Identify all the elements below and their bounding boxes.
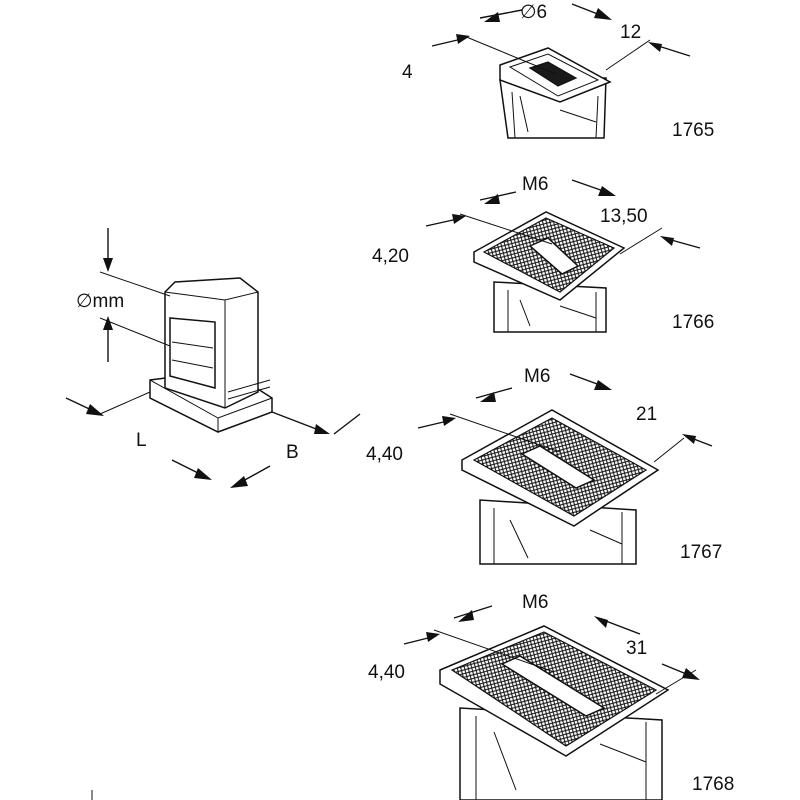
part-1766-width-label: 13,50 (600, 206, 648, 227)
overview-clip-drawing (149, 277, 273, 433)
overview-width-label: B (286, 442, 299, 463)
part-1768-drawing (439, 625, 670, 800)
part-1765-height-label: 4 (402, 62, 413, 83)
part-1767-dimensions (417, 373, 713, 463)
part-1768-width-label: 31 (626, 638, 647, 659)
part-1766-height-label: 4,20 (372, 246, 409, 267)
overview-length-label: L (136, 430, 147, 451)
part-1766-drawing (473, 211, 626, 333)
part-1766-article-number: 1766 (672, 312, 714, 333)
part-1767-drawing (461, 409, 660, 565)
part-1767-thread-label: M6 (524, 366, 550, 387)
part-1765-width-label: 12 (620, 22, 641, 43)
part-1768-article-number: 1768 (692, 774, 734, 795)
part-1768-dimensions (403, 605, 700, 695)
part-1768-height-label: 4,40 (368, 662, 405, 683)
part-1767-article-number: 1767 (680, 542, 722, 563)
part-1767-height-label: 4,40 (366, 444, 403, 465)
part-1768-thread-label: M6 (522, 592, 548, 613)
overview-dimensions (65, 228, 361, 488)
part-1765-article-number: 1765 (672, 120, 714, 141)
overview-diameter-label: ∅mm (76, 291, 124, 312)
part-1766-thread-label: M6 (522, 174, 548, 195)
part-1765-diameter-label: ∅6 (520, 2, 547, 23)
part-1766-dimensions (425, 179, 701, 255)
part-1765-drawing (499, 47, 612, 139)
part-1767-width-label: 21 (636, 404, 657, 425)
part-1765-dimensions (431, 3, 691, 75)
